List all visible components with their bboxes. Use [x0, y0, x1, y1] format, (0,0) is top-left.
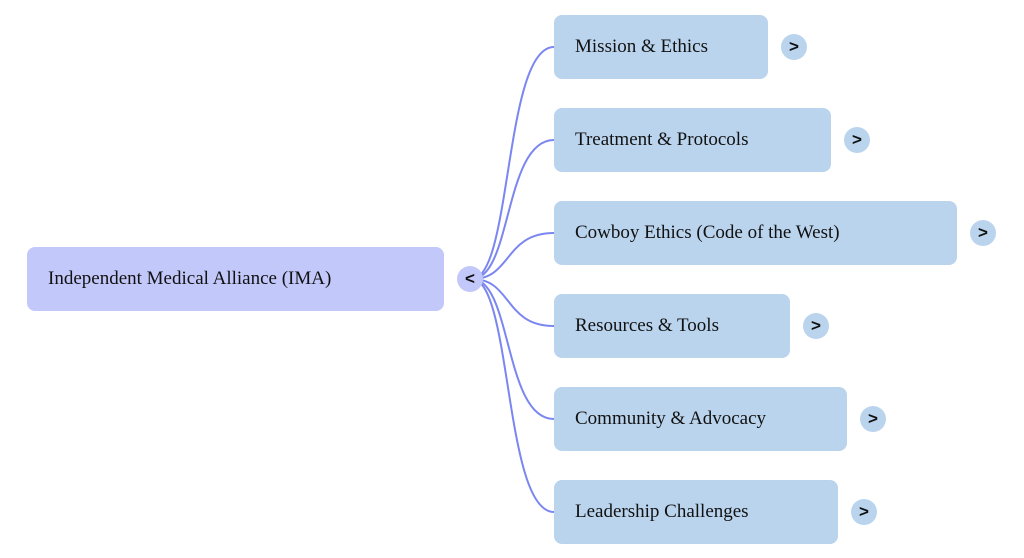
- child-node-label: Community & Advocacy: [575, 408, 767, 429]
- expand-toggle-icon[interactable]: >: [970, 220, 996, 246]
- collapse-toggle-icon[interactable]: <: [457, 266, 483, 292]
- expand-toggle-icon[interactable]: >: [860, 406, 886, 432]
- child-node-label: Treatment & Protocols: [575, 129, 749, 150]
- root-node[interactable]: Independent Medical Alliance (IMA): [27, 247, 444, 311]
- child-node-label: Cowboy Ethics (Code of the West): [575, 222, 840, 243]
- child-node-community-advocacy[interactable]: Community & Advocacy: [554, 387, 847, 451]
- expand-toggle-icon[interactable]: >: [803, 313, 829, 339]
- child-node-treatment-protocols[interactable]: Treatment & Protocols: [554, 108, 831, 172]
- connector-link: [471, 278, 555, 513]
- child-node-leadership-challenges[interactable]: Leadership Challenges: [554, 480, 838, 544]
- expand-toggle-icon[interactable]: >: [844, 127, 870, 153]
- connector-link: [471, 46, 555, 280]
- expand-toggle-icon[interactable]: >: [851, 499, 877, 525]
- connector-link: [471, 278, 555, 420]
- connector-link: [471, 278, 555, 327]
- child-node-label: Resources & Tools: [575, 315, 719, 336]
- connector-link: [471, 232, 555, 280]
- root-node-label: Independent Medical Alliance (IMA): [48, 268, 332, 289]
- child-node-label: Mission & Ethics: [575, 36, 709, 57]
- connector-link: [471, 139, 555, 280]
- child-node-resources-tools[interactable]: Resources & Tools: [554, 294, 790, 358]
- expand-toggle-icon[interactable]: >: [781, 34, 807, 60]
- child-node-mission-ethics[interactable]: Mission & Ethics: [554, 15, 768, 79]
- child-node-label: Leadership Challenges: [575, 501, 749, 522]
- child-node-cowboy-ethics[interactable]: Cowboy Ethics (Code of the West): [554, 201, 957, 265]
